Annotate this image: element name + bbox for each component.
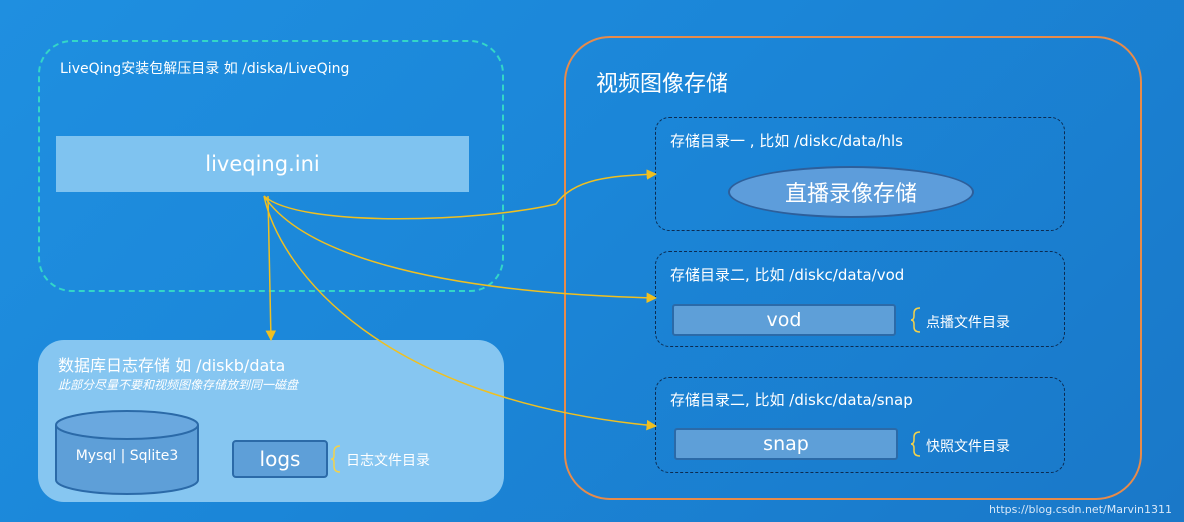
snap-description: 快照文件目录 [926,439,1010,455]
install-directory-group [38,40,504,292]
liveqing-ini-box: liveqing.ini [56,136,469,192]
live-recording-label: 直播录像存储 [784,182,917,207]
snap-directory-box: snap [674,428,898,460]
database-storage-note: 此部分尽量不要和视频图像存储放到同一磁盘 [58,378,299,392]
snap-bracket [910,431,921,457]
logs-label: logs [259,447,301,471]
vod-label: vod [766,309,802,331]
database-type-label: Mysql | Sqlite3 [75,448,179,464]
logs-bracket [330,445,341,473]
arrow-to-database [265,195,277,342]
install-directory-title: LiveQing安装包解压目录 如 /diska/LiveQing [60,61,350,77]
storage-directory-1-title: 存储目录一 , 比如 /diskc/data/hls [670,132,903,150]
storage-directory-3-title: 存储目录二, 比如 /diskc/data/snap [670,391,913,409]
snap-label: snap [763,433,809,455]
logs-description: 日志文件目录 [346,453,430,469]
vod-description: 点播文件目录 [926,315,1010,331]
video-image-storage-title: 视频图像存储 [596,72,729,97]
logs-directory-box: logs [232,440,328,478]
watermark: https://blog.csdn.net/Marvin1311 [989,503,1172,516]
video-image-storage-group [564,36,1142,500]
arrow-to-snap [263,195,658,431]
arrow-to-hls [263,169,658,220]
ini-file-label: liveqing.ini [205,152,320,176]
vod-bracket [910,307,921,333]
live-recording-storage: 直播录像存储 [728,166,974,218]
vod-directory-box: vod [672,304,896,336]
storage-directory-2-title: 存储目录二, 比如 /diskc/data/vod [670,266,905,284]
database-storage-title: 数据库日志存储 如 /diskb/data [58,356,286,375]
arrow-to-vod [263,195,658,304]
